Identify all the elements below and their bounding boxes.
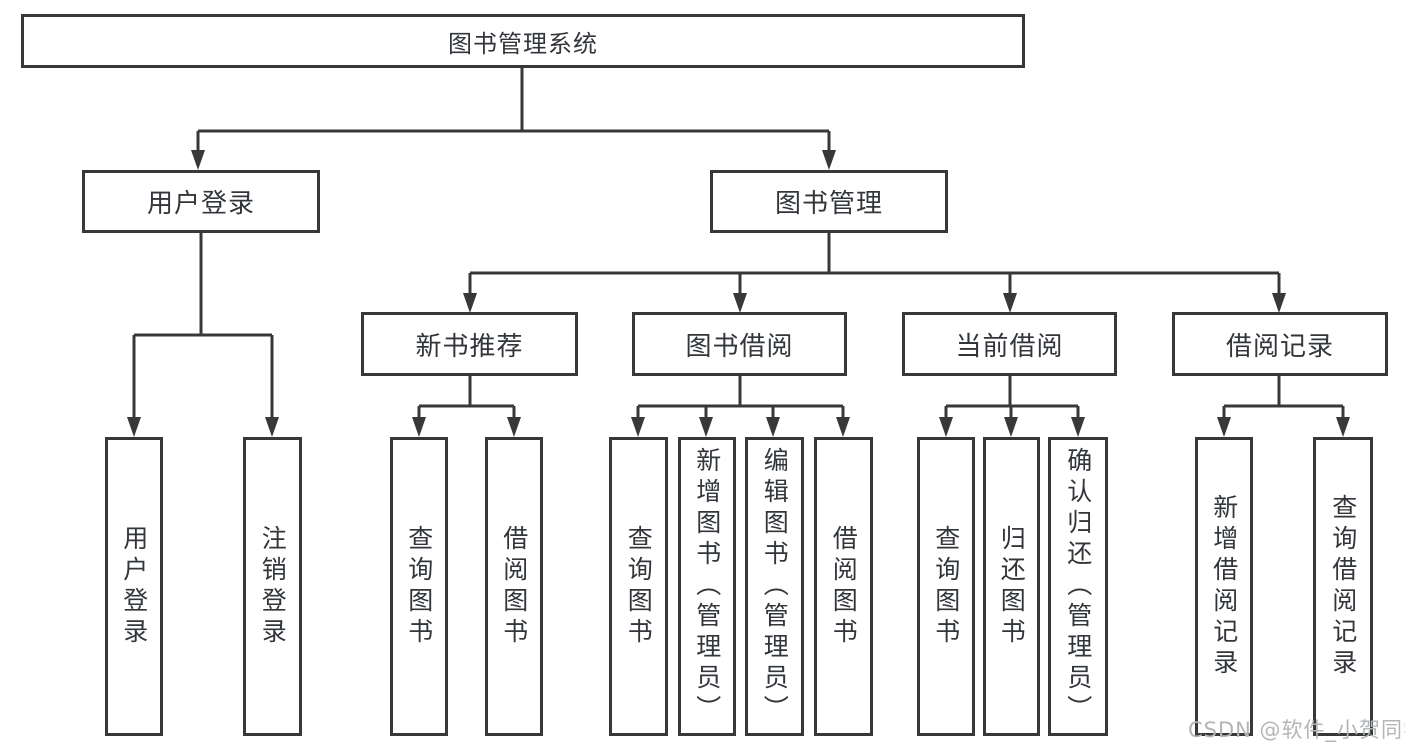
- leaf-add-book-admin-label: 新增图书（管理员）: [692, 447, 722, 726]
- node-user-login: 用户登录: [82, 170, 320, 233]
- leaf-add-borrow-record-label: 新增借阅记录: [1209, 493, 1239, 680]
- node-book-management-label: 图书管理: [774, 189, 883, 219]
- leaf-return-book-label: 归还图书: [997, 524, 1027, 649]
- leaf-confirm-return-admin-label: 确认归还（管理员）: [1063, 447, 1093, 726]
- node-book-borrowing: 图书借阅: [632, 312, 847, 376]
- leaf-logout-label: 注销登录: [258, 524, 288, 649]
- node-user-login-label: 用户登录: [146, 189, 255, 219]
- leaf-logout: 注销登录: [243, 437, 302, 736]
- leaf-borrow-books-rec-label: 借阅图书: [499, 524, 529, 649]
- leaf-edit-book-admin-label: 编辑图书（管理员）: [760, 447, 790, 726]
- leaf-confirm-return-admin: 确认归还（管理员）: [1048, 437, 1108, 736]
- leaf-query-books-borrow: 查询图书: [609, 437, 668, 736]
- node-root-label: 图书管理系统: [448, 29, 598, 58]
- leaf-query-borrow-record: 查询借阅记录: [1313, 437, 1373, 736]
- node-borrowing-records: 借阅记录: [1172, 312, 1388, 376]
- node-book-borrowing-label: 图书借阅: [685, 331, 794, 362]
- node-borrowing-records-label: 借阅记录: [1225, 331, 1334, 362]
- node-book-management: 图书管理: [710, 170, 948, 233]
- watermark: CSDN @软件_小贺同学: [1188, 718, 1405, 742]
- node-new-book-recommend: 新书推荐: [361, 312, 578, 376]
- node-new-book-recommend-label: 新书推荐: [415, 331, 524, 362]
- leaf-edit-book-admin: 编辑图书（管理员）: [745, 437, 804, 736]
- node-root: 图书管理系统: [21, 14, 1025, 68]
- leaf-query-books-current-label: 查询图书: [931, 524, 961, 649]
- node-current-borrowing-label: 当前借阅: [955, 331, 1064, 362]
- connector-lines: [132, 68, 1345, 419]
- leaf-query-borrow-record-label: 查询借阅记录: [1328, 493, 1358, 680]
- leaf-add-borrow-record: 新增借阅记录: [1195, 437, 1253, 736]
- leaf-borrow-books: 借阅图书: [814, 437, 873, 736]
- leaf-borrow-books-label: 借阅图书: [829, 524, 859, 649]
- arrowheads: [127, 150, 1350, 437]
- leaf-user-login-label: 用户登录: [119, 524, 149, 649]
- leaf-query-books-current: 查询图书: [917, 437, 975, 736]
- leaf-user-login: 用户登录: [105, 437, 163, 736]
- node-current-borrowing: 当前借阅: [902, 312, 1117, 376]
- leaf-query-books-rec-label: 查询图书: [404, 524, 434, 649]
- leaf-query-books-borrow-label: 查询图书: [624, 524, 654, 649]
- leaf-add-book-admin: 新增图书（管理员）: [678, 437, 736, 736]
- leaf-borrow-books-rec: 借阅图书: [485, 437, 543, 736]
- leaf-return-book: 归还图书: [983, 437, 1040, 736]
- leaf-query-books-rec: 查询图书: [390, 437, 448, 736]
